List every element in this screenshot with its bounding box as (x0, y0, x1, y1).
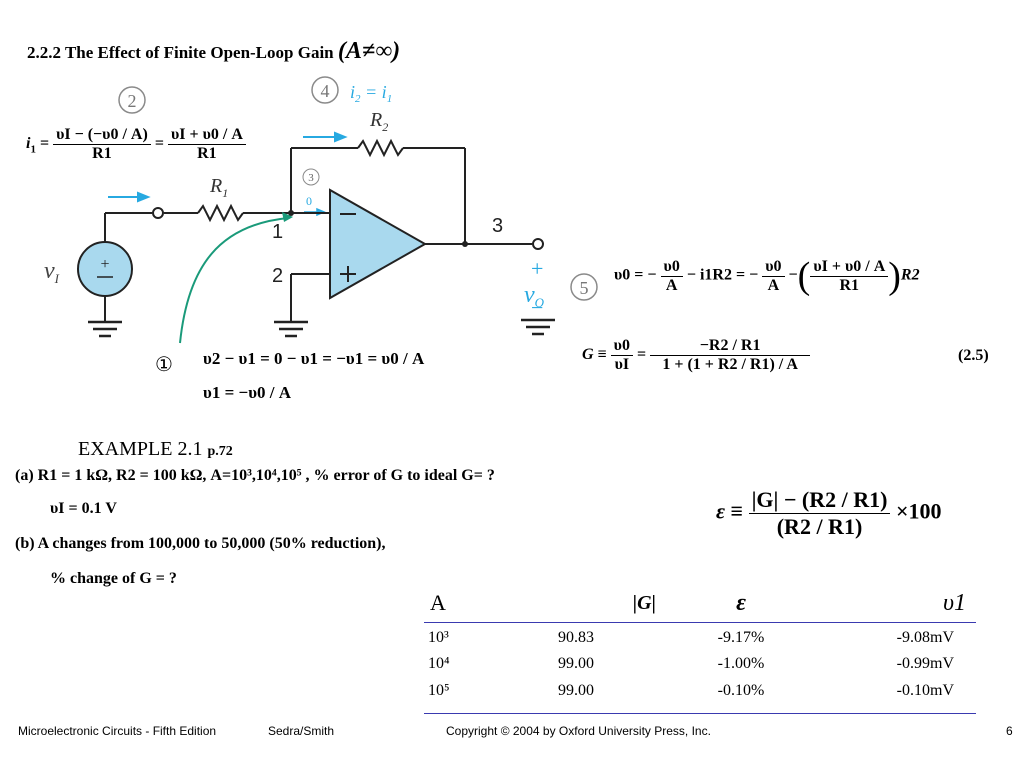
results-table: A |G| ε υ1 10³ 90.83 -9.17% -9.08mV 10⁴ 99.00… (424, 583, 976, 704)
header-a: A (430, 590, 446, 615)
cell-error: -9.17% (717, 628, 765, 646)
example-part-a: (a) R1 = 1 kΩ, R2 = 100 kΩ, A=10³,10⁴,10… (15, 467, 495, 484)
step-4-label: 4 (321, 81, 330, 101)
ground-symbol-opamp (274, 320, 308, 338)
cell-v1: -9.08mV (896, 628, 954, 646)
node-1-dot (288, 210, 294, 216)
step-2-marker: 2 (118, 86, 146, 114)
table-header-row: A |G| ε υ1 (424, 583, 976, 623)
cell-a: 10³ (428, 628, 449, 646)
cell-error: -0.10% (717, 681, 765, 699)
example-part-b-question: % change of G = ? (50, 570, 177, 587)
table-header-rule (424, 622, 976, 623)
ground-symbol-source (88, 320, 122, 338)
output-terminal (532, 238, 544, 250)
node-2-label: 2 (272, 265, 283, 287)
error-formula: ε ≡ |G| − (R2 / R1)(R2 / R1) ×100 (716, 487, 942, 539)
vo-label: vO (524, 282, 545, 310)
header-error: ε (736, 589, 746, 616)
r2-label: R2 (369, 109, 388, 134)
cell-gain: 99.00 (558, 681, 594, 699)
node-equation-2: υ1 = −υ0 / A (203, 383, 292, 402)
zero-current-label: 0 (306, 194, 312, 208)
node-arrow (179, 212, 293, 344)
footer-book: Microelectronic Circuits - Fifth Edition (18, 724, 217, 738)
step-4-marker: 4 (311, 76, 339, 104)
current-arrow-feedback (303, 131, 348, 143)
header-v1: υ1 (942, 589, 966, 616)
footer-authors: Sedra/Smith (268, 724, 335, 738)
header-gain: |G| (632, 591, 656, 614)
slide-title: 2.2.2 The Effect of Finite Open-Loop Gai… (27, 38, 400, 65)
vi-label: vI (44, 258, 60, 286)
footer-copyright: Copyright © 2004 by Oxford University Pr… (446, 724, 711, 738)
example-part-b: (b) A changes from 100,000 to 50,000 (50… (15, 535, 386, 552)
voltage-source: + (77, 241, 133, 297)
equation-number: (2.5) (958, 347, 989, 364)
cell-gain: 90.83 (558, 628, 594, 646)
example-input-voltage: υI = 0.1 V (50, 500, 117, 517)
example-heading: EXAMPLE 2.1 p.72 (78, 438, 233, 460)
current-arrow-input (108, 191, 151, 203)
title-text: 2.2.2 The Effect of Finite Open-Loop Gai… (27, 43, 334, 62)
svg-text:+: + (100, 256, 109, 273)
cell-error: -1.00% (717, 654, 765, 672)
cell-v1: -0.99mV (896, 654, 954, 672)
node-3-label: 3 (492, 215, 503, 237)
node-equation-1: υ2 − υ1 = 0 − υ1 = −υ1 = υ0 / A (203, 349, 425, 368)
table-row: 10³ 90.83 -9.17% -9.08mV (424, 623, 976, 650)
input-terminal (152, 207, 164, 219)
table-row: 10⁵ 99.00 -0.10% -0.10mV (424, 677, 976, 704)
circuit-wires (104, 138, 532, 322)
table-bottom-rule (424, 713, 976, 714)
step-5-label: 5 (580, 278, 589, 298)
step-5-marker: 5 (570, 273, 598, 301)
step-3-label: 3 (308, 172, 314, 184)
cell-v1: -0.10mV (896, 681, 954, 699)
table-row: 10⁴ 99.00 -1.00% -0.99mV (424, 650, 976, 677)
r1-label: R1 (209, 175, 228, 200)
current-relation: i2 = i1 (350, 82, 392, 105)
cell-gain: 99.00 (558, 654, 594, 672)
step-3-marker: 3 (302, 168, 320, 186)
cell-a: 10⁵ (428, 681, 450, 699)
circuit-diagram: 2 4 3 5 i2 = i1 R2 R1 0 (44, 76, 598, 344)
vo-plus: + (531, 256, 543, 281)
op-amp (329, 188, 428, 300)
step-1-marker: ① (155, 354, 173, 376)
vo-minus: − (531, 295, 543, 320)
node-1-label: 1 (272, 221, 283, 243)
cell-a: 10⁴ (428, 654, 450, 672)
step-2-label: 2 (128, 91, 137, 111)
footer-page-number: 6 (1006, 724, 1013, 738)
node-3-dot (462, 241, 468, 247)
title-symbol: (A≠∞) (337, 38, 401, 64)
ground-symbol-output (521, 318, 555, 336)
